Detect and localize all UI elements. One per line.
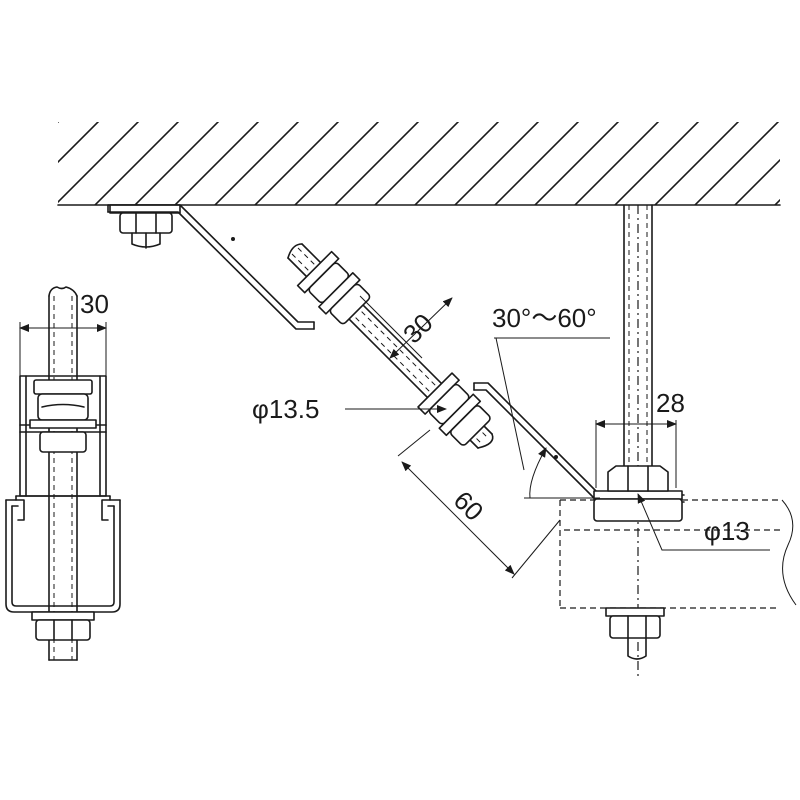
side-view-bottom-nut: [31, 611, 95, 641]
dimension-label-phi13-5: φ13.5: [252, 394, 319, 424]
hatch-line: [58, 122, 100, 164]
channel-bottom-nut: [605, 607, 665, 660]
dimension-hole-base: φ13: [637, 493, 770, 551]
ceiling-mount-nut: [109, 204, 181, 249]
hatch-line: [453, 122, 540, 205]
side-view-lower-nut: [39, 431, 87, 453]
hatch-line: [733, 158, 780, 205]
dimension-label-28: 28: [656, 388, 685, 418]
side-view: 30: [5, 286, 121, 661]
dimension-bracket-length: 60: [397, 429, 561, 579]
hatch-line: [653, 122, 740, 205]
hatch-line: [693, 122, 780, 205]
dimension-label-angle: 30°～60°: [492, 303, 597, 333]
hatch-line: [573, 122, 660, 205]
front-view: 30 30°～60° φ13.5 28 φ13: [107, 204, 797, 680]
hatch-line: [293, 122, 380, 205]
dimension-hole-bracket: φ13.5: [252, 394, 447, 424]
side-view-upper-nut: [29, 379, 97, 429]
hatch-line: [213, 122, 300, 205]
hatch-line: [613, 122, 700, 205]
hatch-line: [173, 122, 260, 205]
ceiling-slab: [57, 122, 781, 206]
dimension-label-60: 60: [448, 485, 490, 527]
hatch-line: [333, 122, 420, 205]
hatch-line: [133, 122, 220, 205]
hatch-line: [253, 122, 340, 205]
dimension-rod-width-side: 30: [19, 289, 109, 376]
hatch-line: [533, 122, 620, 205]
diagonal-brace-bracket: [107, 204, 685, 503]
dimension-label-30-bracket: 30: [397, 308, 439, 350]
hatch-line: [373, 122, 460, 205]
dimension-label-phi13: φ13: [704, 516, 750, 546]
hatch-line: [413, 122, 500, 205]
hatch-line: [58, 122, 60, 124]
dimension-angle: 30°～60°: [492, 303, 610, 499]
side-view-channel: [5, 495, 121, 613]
hatch-line: [93, 122, 180, 205]
diagonal-rod-upper-nuts: [296, 250, 371, 325]
ceiling-hatching: [58, 122, 780, 205]
channel-outline: [559, 499, 797, 609]
side-view-hanging-rod: [48, 286, 78, 661]
diagonal-rod-lower-nuts: [417, 372, 491, 446]
dimension-rod-spacing: 28: [595, 388, 685, 488]
hatch-line: [58, 122, 140, 204]
dimension-label-30-side: 30: [80, 289, 109, 319]
base-nut: [593, 465, 683, 522]
hatch-line: [493, 122, 580, 205]
